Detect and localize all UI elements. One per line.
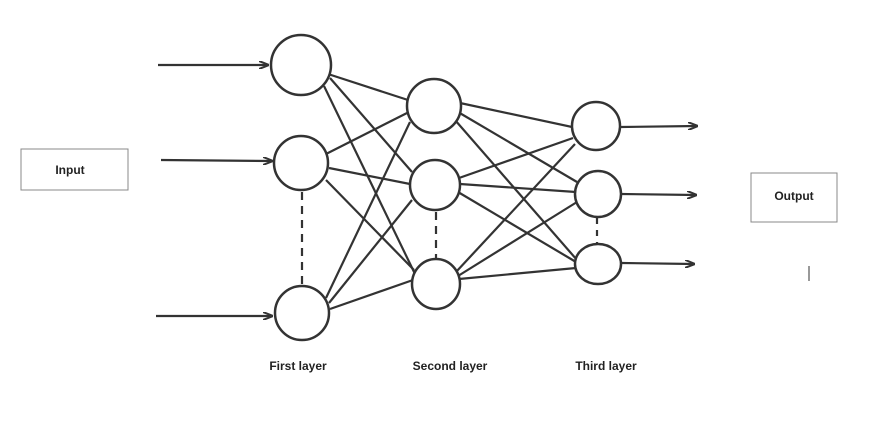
output-arrows [620, 126, 697, 264]
input-box: Input [20, 148, 129, 191]
neuron-l3-1 [570, 100, 622, 152]
output-arrow-2 [620, 194, 696, 195]
neuron-l2-1 [405, 77, 463, 135]
output-box: Output [750, 172, 838, 223]
first-layer-nodes [269, 33, 333, 342]
neuron-l3-3 [573, 242, 623, 286]
third-layer-nodes [570, 100, 623, 286]
second-layer-label: Second layer [413, 359, 488, 373]
neuron-l2-3 [410, 257, 462, 311]
input-label: Input [55, 163, 84, 177]
neuron-l1-2 [272, 134, 330, 192]
output-label: Output [774, 189, 813, 203]
output-arrow-3 [621, 263, 694, 264]
connections-layer1-layer2 [323, 72, 416, 311]
connections-layer2-layer3 [454, 101, 578, 281]
neuron-l1-1 [269, 33, 333, 97]
ellipsis-dashes [300, 192, 599, 284]
input-arrows [156, 65, 272, 316]
neuron-l1-3 [273, 284, 331, 342]
first-layer-label: First layer [269, 359, 327, 373]
third-layer-label: Third layer [575, 359, 637, 373]
output-arrow-1 [620, 126, 697, 127]
second-layer-nodes [405, 77, 463, 311]
neuron-l3-2 [573, 169, 623, 219]
input-arrow-2 [160, 160, 272, 161]
neuron-l2-2 [408, 158, 462, 212]
